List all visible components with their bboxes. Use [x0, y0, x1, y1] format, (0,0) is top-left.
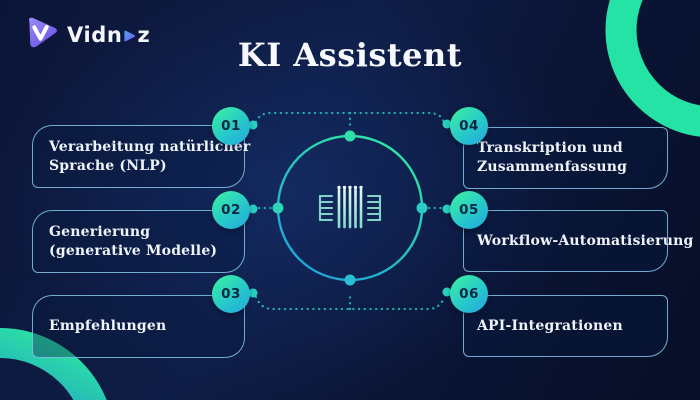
- number-badge-06: 06: [450, 275, 488, 313]
- number-badge-02: 02: [212, 191, 250, 229]
- feature-label: Generierung: [49, 223, 151, 240]
- feature-label: Transkription und: [477, 140, 623, 156]
- connector-top: [254, 111, 446, 124]
- wordmark-pre: Vidn: [67, 23, 123, 47]
- feature-box-generierung: Generierung (generative Modelle): [32, 210, 245, 273]
- number-badge-04: 04: [450, 107, 488, 145]
- feature-box-transkription: Transkription und Zusammenfassung: [463, 127, 668, 189]
- feature-label: API-Integrationen: [477, 317, 623, 334]
- vidnoz-wordmark: Vidn z: [67, 23, 150, 47]
- number-badge-03: 03: [212, 275, 250, 313]
- feature-label: Zusammenfassung: [477, 159, 628, 175]
- feature-box-api: API-Integrationen: [463, 295, 668, 357]
- badge-satellite-dots: [248, 119, 452, 298]
- play-triangle-icon: [124, 30, 136, 42]
- corner-ring-top-right: [605, 0, 700, 137]
- feature-label: Workflow-Automatisierung: [477, 232, 694, 249]
- feature-box-workflow: Workflow-Automatisierung: [463, 210, 694, 272]
- feature-label: Sprache (NLP): [49, 157, 167, 174]
- number-badge-01: 01: [212, 107, 250, 145]
- vidnoz-logo[interactable]: Vidn z: [22, 16, 150, 54]
- dotted-connectors: [254, 111, 446, 311]
- vidnoz-play-mark-icon: [28, 17, 57, 48]
- ai-chip-icon: [318, 185, 382, 229]
- hub-node-dots: [272, 130, 428, 286]
- feature-box-nlp: Verarbeitung natürlicher Sprache (NLP): [32, 125, 251, 188]
- feature-label: Empfehlungen: [49, 318, 167, 334]
- number-badge-05: 05: [450, 191, 488, 229]
- wordmark-post: z: [137, 23, 151, 47]
- connector-bottom: [254, 295, 446, 311]
- feature-label: Verarbeitung natürlicher: [49, 138, 251, 155]
- page-title: KI Assistent: [237, 36, 463, 74]
- feature-label: (generative Modelle): [49, 242, 218, 259]
- feature-box-empfehlungen: Empfehlungen: [32, 295, 245, 358]
